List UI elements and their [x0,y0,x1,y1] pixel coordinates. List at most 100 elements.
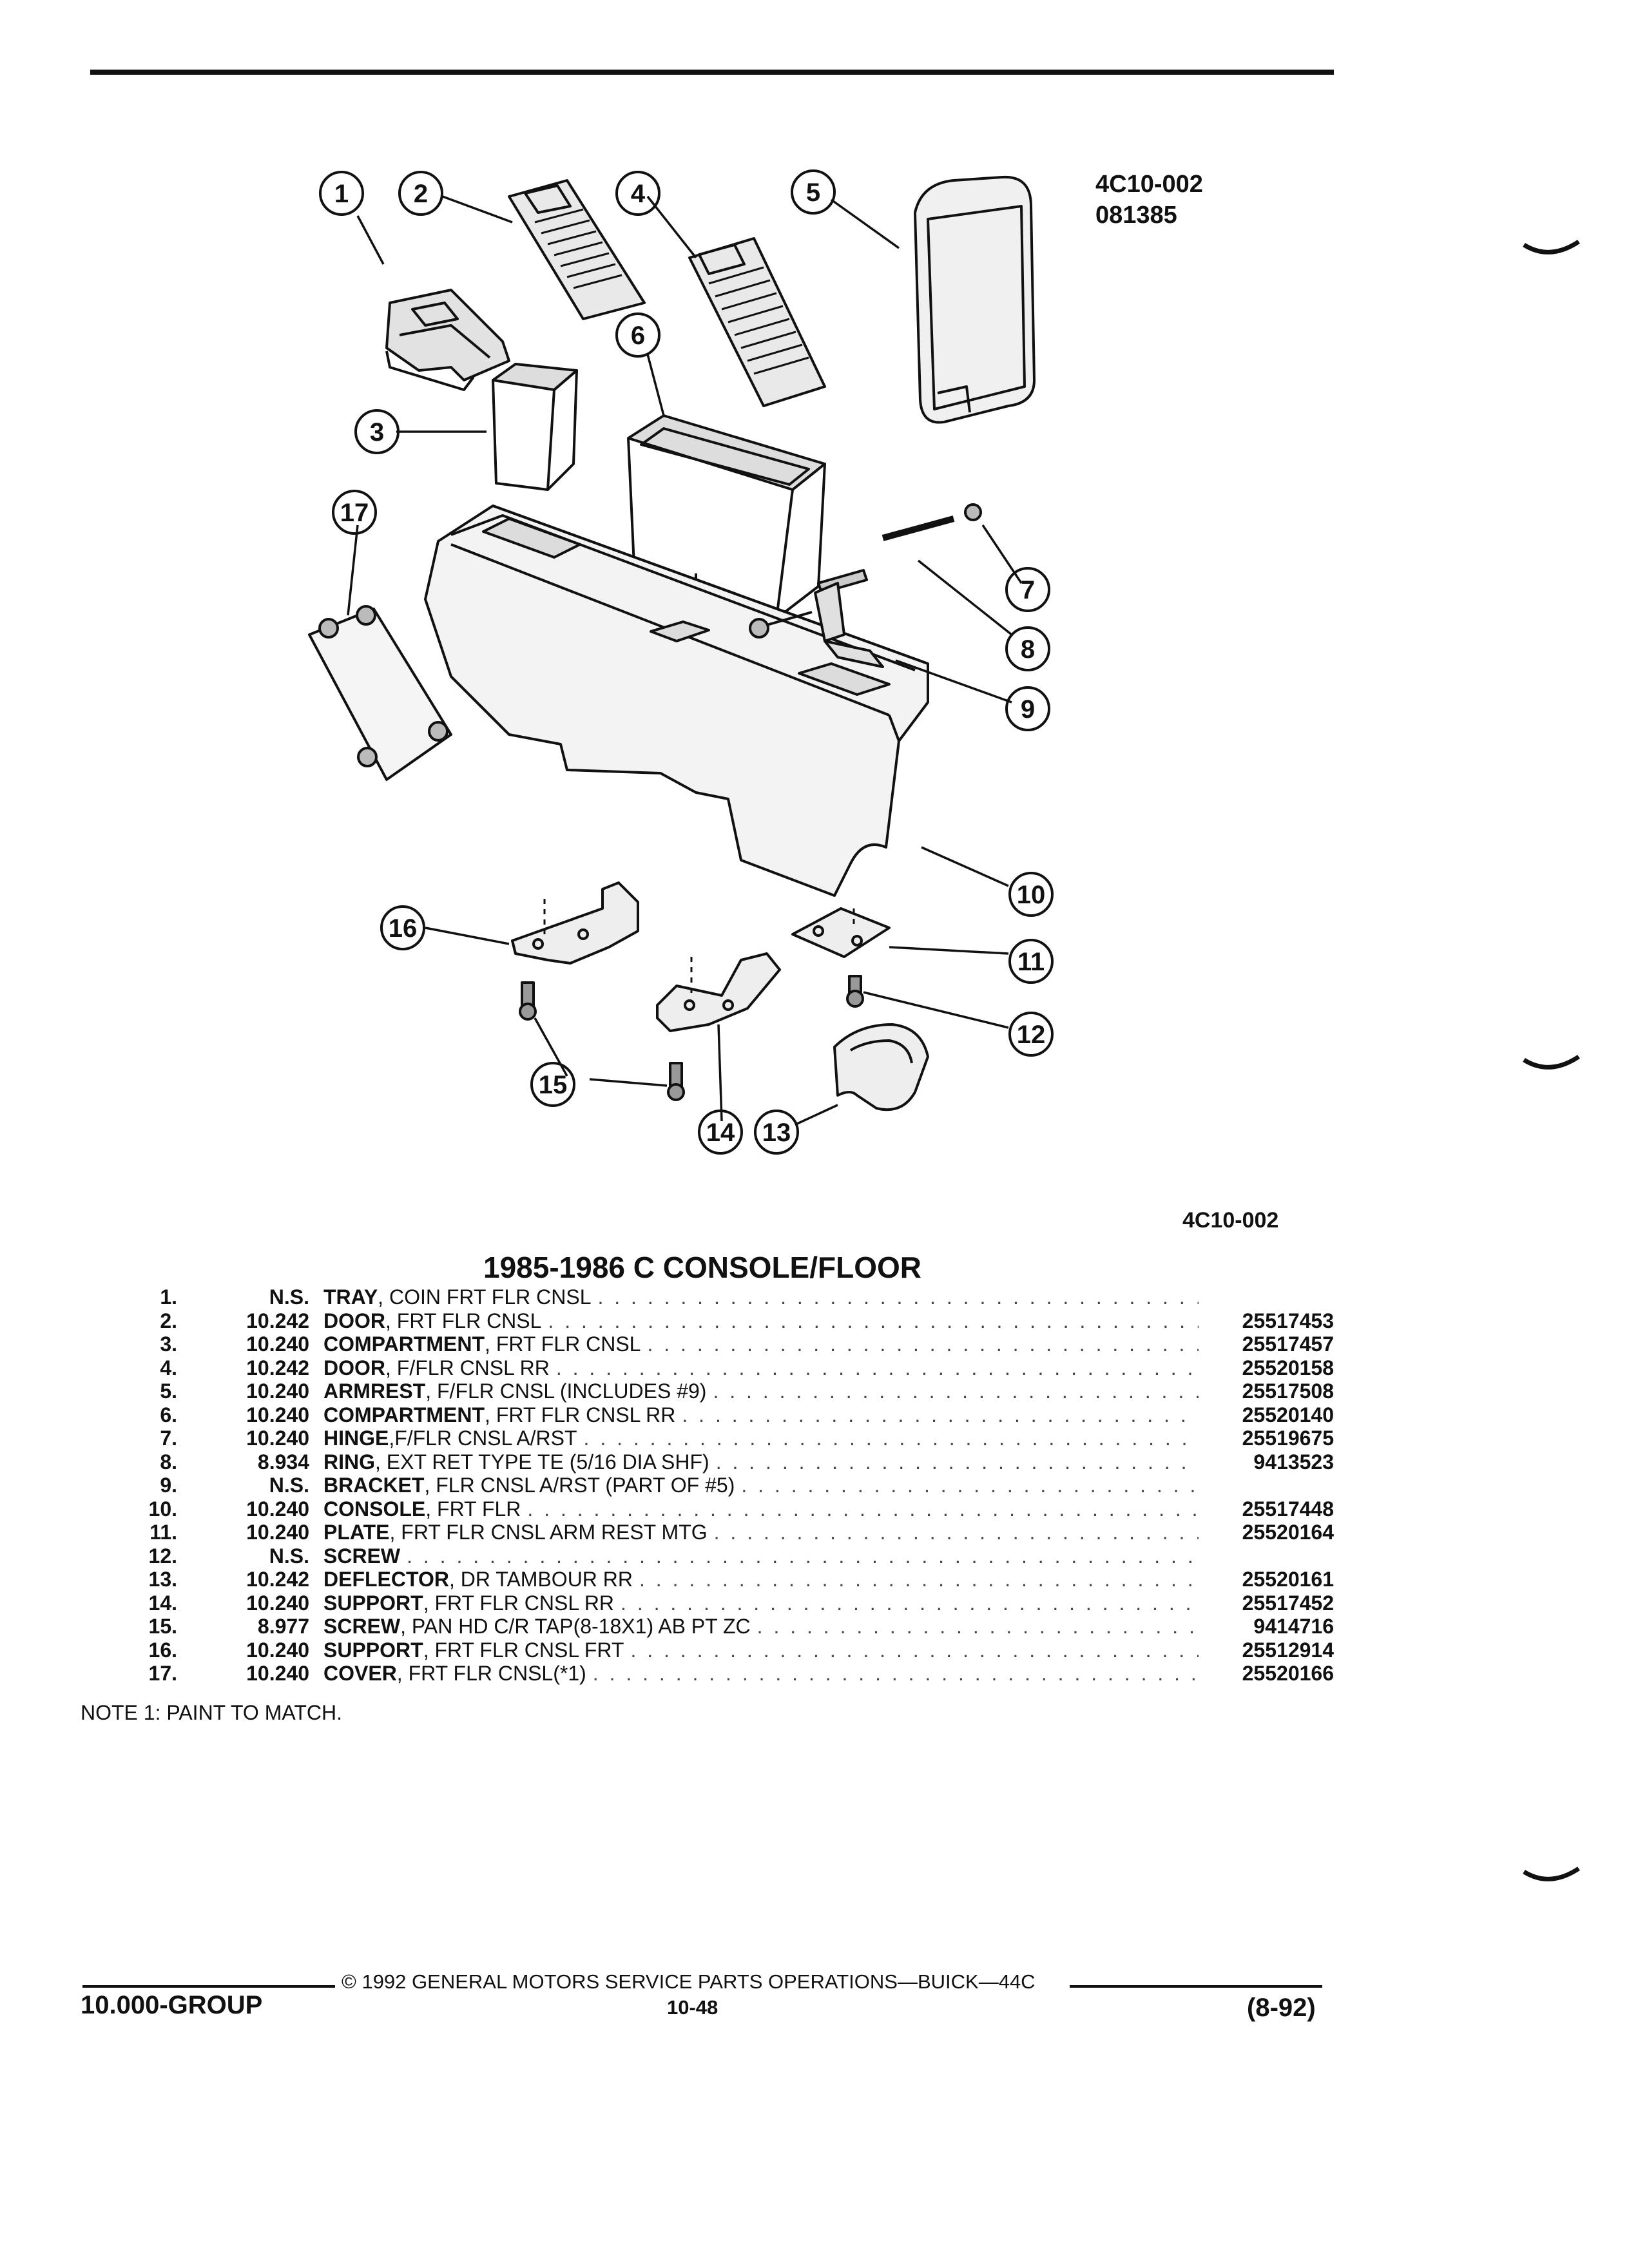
part-name: SUPPORT [323,1591,423,1615]
part-plate [791,907,891,958]
callout-4: 4 [615,171,660,216]
item-number: 12. [148,1544,177,1568]
part-deflector [833,1023,929,1111]
part-compartment-small [492,363,578,491]
part-number: 25517508 [1242,1379,1334,1403]
callout-2: 2 [398,171,443,216]
svg-text:6: 6 [631,322,645,350]
callout-14: 14 [698,1110,743,1155]
part-description: , F/FLR CNSL (INCLUDES #9) [425,1379,707,1403]
group-number: 10.240 [246,1638,309,1662]
group-number: N.S. [269,1285,309,1309]
group-number: 10.242 [246,1356,309,1379]
margin-mark-icon [1523,1055,1580,1070]
part-console [424,505,929,897]
callout-5: 5 [791,169,836,215]
callout-16: 16 [380,905,425,950]
group-number: 10.242 [246,1568,309,1591]
leader-lines [347,195,1023,1126]
part-name: SCREW [323,1544,401,1568]
part-description: , FRT FLR CNSL RR [485,1403,676,1427]
item-number: 1. [160,1285,177,1309]
svg-text:5: 5 [806,178,820,207]
callout-17: 17 [332,490,377,535]
item-number: 6. [160,1403,177,1427]
callout-8: 8 [1005,626,1050,671]
callout-12: 12 [1008,1012,1054,1057]
part-description: , FRT FLR CNSL [485,1332,641,1356]
part-description: , PAN HD C/R TAP(8-18X1) AB PT ZC [400,1615,751,1638]
svg-text:3: 3 [370,418,384,447]
parts-table: 1.N.S.TRAY, COIN FRT FLR CNSL 2.10.242DO… [84,1285,1334,1686]
part-number: 25520140 [1242,1403,1334,1427]
svg-text:11: 11 [1017,948,1045,976]
part-description: , FLR CNSL A/RST (PART OF #5) [424,1474,735,1497]
callout-10: 10 [1008,872,1054,917]
part-name: RING [323,1450,375,1474]
part-description: , FRT FLR [425,1497,521,1521]
callout-13: 13 [754,1110,799,1155]
group-number: 10.240 [246,1403,309,1427]
top-rule [90,70,1334,75]
part-support-rear [656,952,781,1032]
part-number: 25520158 [1242,1356,1334,1379]
callout-6: 6 [615,312,660,358]
svg-text:8: 8 [1021,635,1035,664]
callout-1: 1 [319,171,364,216]
part-description: , FRT FLR CNSL ARM REST MTG [389,1521,708,1544]
callout-7: 7 [1005,567,1050,612]
part-name: TRAY [323,1285,378,1309]
item-number: 5. [160,1379,177,1403]
callout-9: 9 [1005,686,1050,731]
part-description: , F/FLR CNSL RR [385,1356,550,1379]
part-description: , FRT FLR CNSL(*1) [396,1662,586,1685]
group-number: 10.240 [246,1497,309,1521]
part-name: COMPARTMENT [323,1332,485,1356]
page-number: 10-48 [667,1996,718,2019]
part-number: 25517457 [1242,1332,1334,1356]
svg-text:13: 13 [762,1119,791,1147]
item-number: 14. [148,1591,177,1615]
alignment-lines [543,899,855,995]
svg-text:17: 17 [340,499,369,527]
part-name: BRACKET [323,1474,425,1497]
part-name: SCREW [323,1615,401,1638]
item-number: 2. [160,1309,177,1332]
part-description: , COIN FRT FLR CNSL [378,1285,592,1309]
part-name: CONSOLE [323,1497,426,1521]
svg-text:7: 7 [1021,576,1035,604]
svg-text:10: 10 [1017,881,1046,909]
part-number: 9414716 [1253,1615,1334,1638]
part-name: DOOR [323,1356,385,1379]
part-door-front [508,179,646,320]
svg-text:4: 4 [631,180,646,208]
group-number: 10.240 [246,1332,309,1356]
part-number: 9413523 [1253,1450,1334,1474]
footer-rule-left [82,1985,335,1988]
part-number: 25520166 [1242,1662,1334,1685]
part-name: COMPARTMENT [323,1403,485,1427]
part-number: 25519675 [1242,1427,1334,1450]
footer-rule-right [1070,1985,1322,1988]
svg-text:2: 2 [414,180,428,208]
part-door-rear [688,237,826,407]
item-number: 13. [148,1568,177,1591]
part-cover [308,605,452,781]
note-text: NOTE 1: PAINT TO MATCH. [81,1701,342,1724]
item-number: 17. [148,1662,177,1685]
callouts: 1 2 3 4 5 6 7 8 9 10 11 12 13 14 15 16 1… [319,169,1054,1155]
svg-text:12: 12 [1017,1021,1046,1049]
callout-3: 3 [354,409,400,454]
part-description: , EXT RET TYPE TE (5/16 DIA SHF) [375,1450,709,1474]
part-coin-tray [385,289,510,391]
part-name: DOOR [323,1309,385,1332]
item-number: 11. [149,1521,177,1544]
item-number: 8. [160,1450,177,1474]
